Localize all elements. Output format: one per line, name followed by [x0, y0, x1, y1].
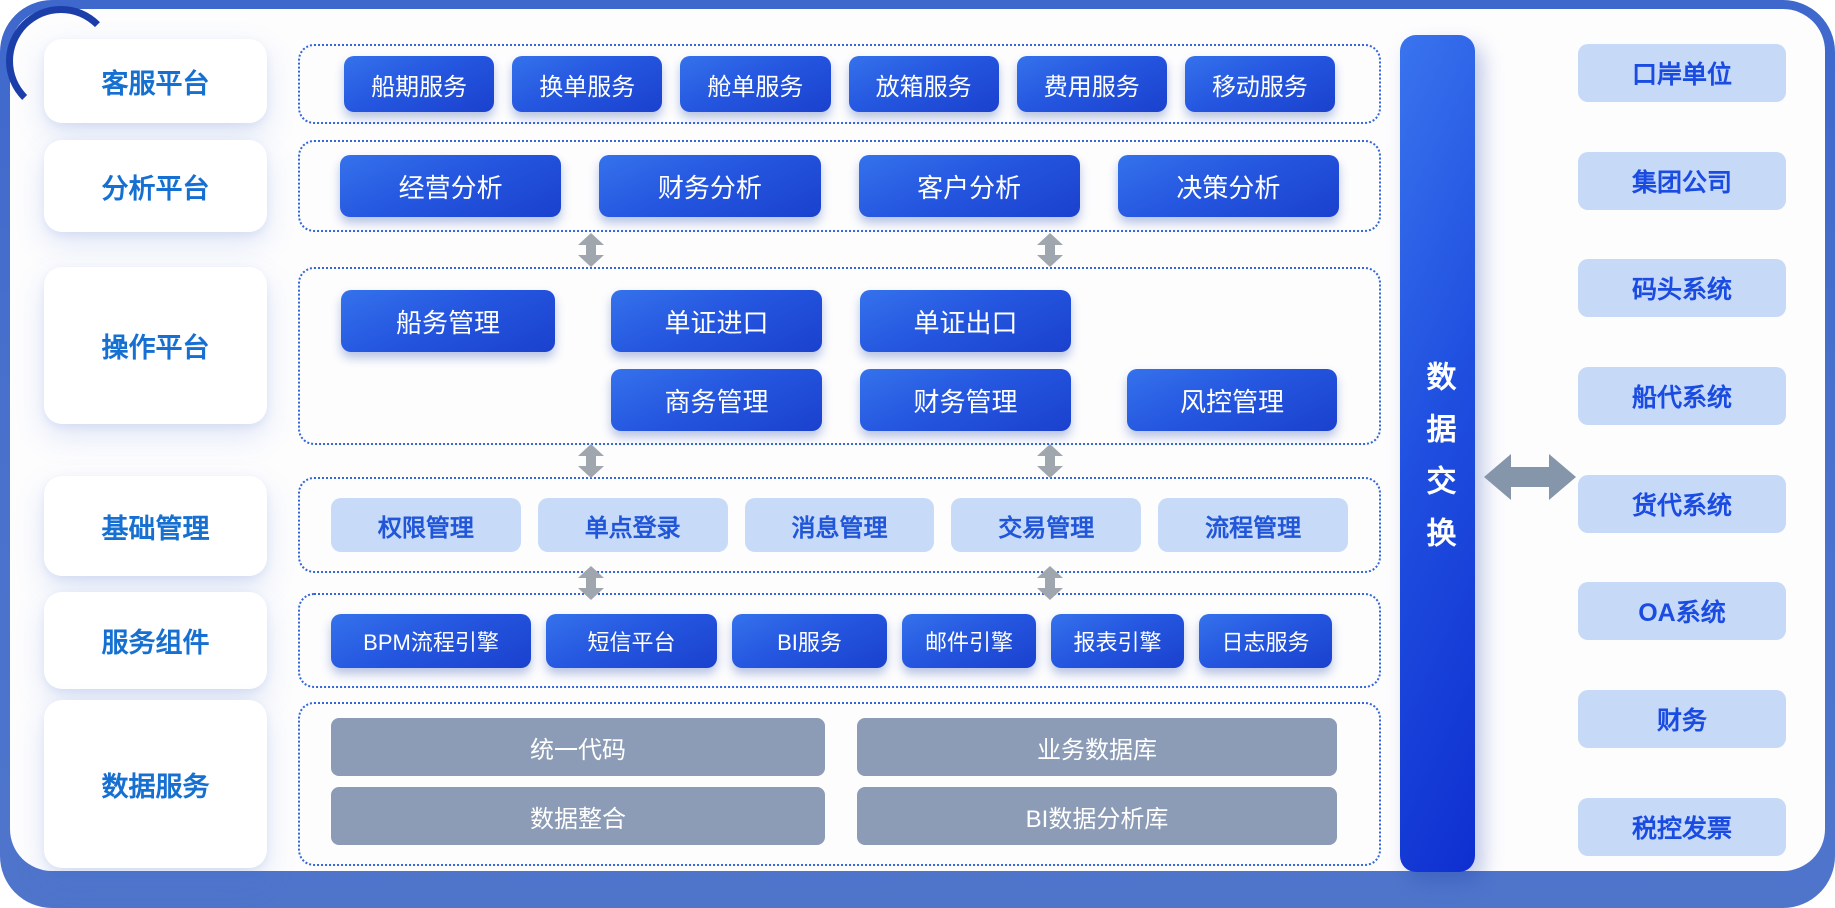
diagram-node: 费用服务	[1016, 56, 1167, 112]
diagram-node: 单点登录	[537, 498, 728, 552]
horizontal-double-arrow-icon	[1484, 454, 1576, 500]
external-system-box: 船代系统	[1578, 367, 1786, 425]
external-system-box: 码头系统	[1578, 259, 1786, 317]
category-basic-management: 基础管理	[44, 476, 267, 576]
category-data-services: 数据服务	[44, 700, 267, 868]
category-service-components: 服务组件	[44, 592, 267, 689]
vertical-double-arrow-icon	[1037, 233, 1063, 267]
external-system-box: 集团公司	[1578, 152, 1786, 210]
diagram-node: 财务管理	[860, 369, 1071, 431]
diagram-node: 财务分析	[599, 155, 821, 217]
data-exchange-bar: 数据交换	[1400, 35, 1475, 872]
external-system-box: 货代系统	[1578, 475, 1786, 533]
diagram-node: BPM流程引擎	[331, 613, 531, 668]
diagram-node: 风控管理	[1127, 369, 1337, 431]
diagram-node: 单证出口	[860, 290, 1071, 352]
diagram-node: 交易管理	[951, 498, 1142, 552]
category-analysis: 分析平台	[44, 140, 267, 232]
diagram-node: 放箱服务	[848, 56, 999, 112]
vertical-double-arrow-icon	[1037, 444, 1063, 478]
diagram-node: 流程管理	[1158, 498, 1348, 552]
diagram-node: 统一代码	[331, 718, 825, 776]
diagram-node: 数据整合	[331, 787, 825, 845]
section-service-components: BPM流程引擎 短信平台 BI服务 邮件引擎 报表引擎 日志服务	[298, 593, 1381, 688]
external-system-box: 财务	[1578, 690, 1786, 748]
vertical-double-arrow-icon	[578, 233, 604, 267]
diagram-node: 经营分析	[340, 155, 562, 217]
diagram-node: 换单服务	[512, 56, 663, 112]
diagram-node: 权限管理	[331, 498, 521, 552]
diagram-node: 邮件引擎	[902, 613, 1036, 668]
external-system-box: OA系统	[1578, 582, 1786, 640]
section-analysis: 经营分析 财务分析 客户分析 决策分析	[298, 140, 1381, 232]
external-system-box: 税控发票	[1578, 798, 1786, 856]
data-exchange-label: 数据交换	[1421, 360, 1455, 569]
diagram-node: 日志服务	[1199, 613, 1332, 668]
diagram-node: 舱单服务	[680, 56, 831, 112]
diagram-node: 移动服务	[1184, 56, 1336, 112]
external-system-box: 口岸单位	[1578, 44, 1786, 102]
corner-accent	[6, 6, 116, 116]
diagram-node: BI数据分析库	[857, 787, 1337, 845]
vertical-double-arrow-icon	[578, 444, 604, 478]
section-basic-management: 权限管理 单点登录 消息管理 交易管理 流程管理	[298, 477, 1381, 573]
diagram-node: BI服务	[732, 613, 887, 668]
diagram-node: 消息管理	[744, 498, 935, 552]
category-operation: 操作平台	[44, 267, 267, 424]
diagram-node: 短信平台	[546, 613, 717, 668]
diagram-node: 决策分析	[1117, 155, 1339, 217]
diagram-node: 船务管理	[341, 290, 555, 352]
diagram-node: 业务数据库	[857, 718, 1337, 776]
category-customer-service: 客服平台	[44, 39, 267, 123]
diagram-node: 客户分析	[858, 155, 1080, 217]
diagram-node: 单证进口	[611, 290, 822, 352]
section-operation: 船务管理 单证进口 单证出口 商务管理 财务管理 风控管理	[298, 267, 1381, 445]
diagram-node: 商务管理	[611, 369, 822, 431]
vertical-double-arrow-icon	[1037, 566, 1063, 600]
section-customer-service: 船期服务 换单服务 舱单服务 放箱服务 费用服务 移动服务	[298, 44, 1381, 124]
diagram-node: 船期服务	[344, 56, 495, 112]
diagram-node: 报表引擎	[1051, 613, 1184, 668]
section-data-services: 统一代码 业务数据库 数据整合 BI数据分析库	[298, 702, 1381, 866]
vertical-double-arrow-icon	[578, 566, 604, 600]
